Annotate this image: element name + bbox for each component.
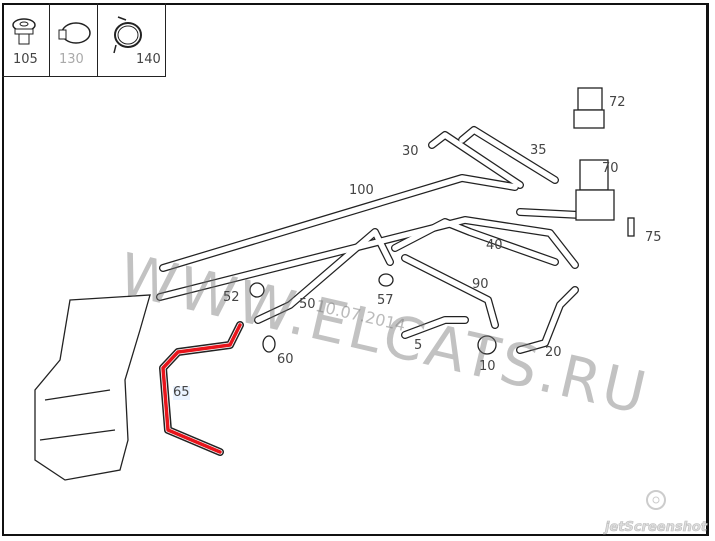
callout-50[interactable]: 50 xyxy=(299,297,316,312)
callout-40[interactable]: 40 xyxy=(486,238,503,253)
legend-cell-130[interactable]: 130 xyxy=(50,3,98,76)
callout-10[interactable]: 10 xyxy=(479,359,496,374)
callout-100[interactable]: 100 xyxy=(349,183,374,198)
callout-20[interactable]: 20 xyxy=(545,345,562,360)
legend-cell-105[interactable]: 105 xyxy=(2,3,50,76)
reservoir-tank xyxy=(34,294,151,481)
callout-75[interactable]: 75 xyxy=(645,230,662,245)
pump-72 xyxy=(573,87,605,129)
callout-60[interactable]: 60 xyxy=(277,352,294,367)
legend-label-140[interactable]: 140 xyxy=(136,52,161,67)
grommet-icon xyxy=(12,18,36,45)
small-parts xyxy=(249,217,635,355)
legend-cell-140[interactable]: 140 xyxy=(98,3,166,76)
callout-5[interactable]: 5 xyxy=(414,338,423,353)
callout-90[interactable]: 90 xyxy=(472,277,489,292)
diagram-frame xyxy=(2,3,709,536)
callout-35[interactable]: 35 xyxy=(530,143,547,158)
callout-72[interactable]: 72 xyxy=(609,95,626,110)
heater-valve-70 xyxy=(575,159,615,221)
legend-label-130[interactable]: 130 xyxy=(59,52,84,67)
callout-65[interactable]: 65 xyxy=(173,385,190,400)
jetscreenshot-logo: jetScreenshot xyxy=(605,520,708,536)
hose-clamp-icon xyxy=(58,22,91,44)
callout-57[interactable]: 57 xyxy=(377,293,394,308)
legend-label-105[interactable]: 105 xyxy=(13,52,38,67)
legend-box: 105 130 140 xyxy=(2,3,166,77)
spring-clamp-icon xyxy=(113,16,142,54)
callout-70[interactable]: 70 xyxy=(602,161,619,176)
hose-65-highlight xyxy=(161,323,242,454)
callout-30[interactable]: 30 xyxy=(402,144,419,159)
callout-52[interactable]: 52 xyxy=(223,290,240,305)
